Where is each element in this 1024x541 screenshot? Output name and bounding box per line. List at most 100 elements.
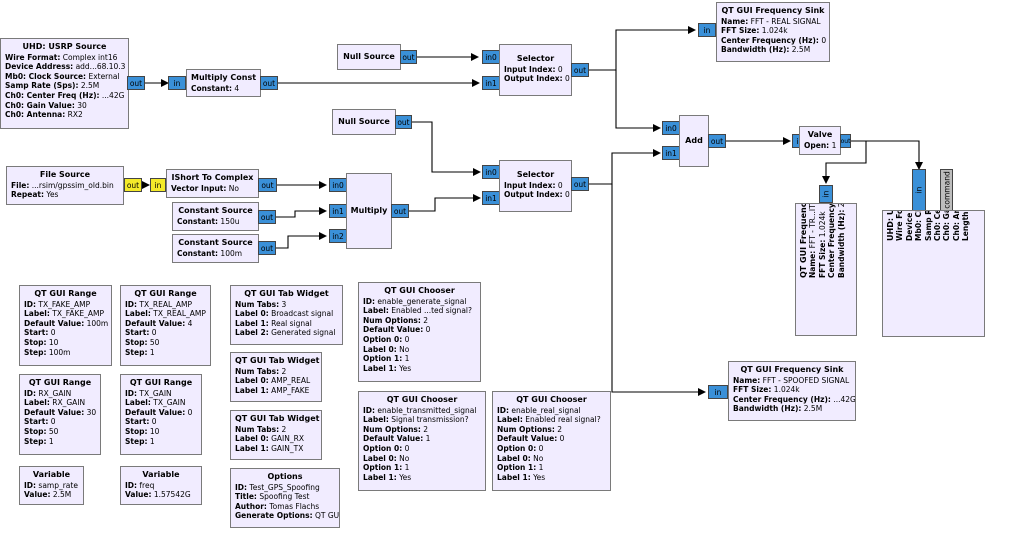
chooser-generate-signal-block[interactable]: QT GUI Chooser ID: enable_generate_signa… — [358, 282, 481, 382]
param-row: FFT Size: 1.024k — [721, 26, 825, 36]
freq-sink-tx-block[interactable]: QT GUI Frequency Sink Name: FFT - TR...I… — [795, 203, 857, 336]
param-value: FFT - REAL SIGNAL — [750, 16, 821, 26]
null-source-out-port[interactable]: out — [400, 50, 417, 64]
constant-source-2-out-port[interactable]: out — [258, 241, 276, 255]
param-key: ID: — [24, 480, 37, 490]
uhd-usrp-source-block[interactable]: UHD: USRP Source Wire Format: Complex in… — [0, 38, 129, 129]
ishort-to-complex-block[interactable]: IShort To Complex Vector Input: No — [166, 169, 259, 198]
file-source-block[interactable]: File Source File: ...rsim/gpssim_old.bin… — [6, 166, 124, 205]
param-key: Center Frequency (Hz): — [733, 394, 831, 404]
selector-out-port[interactable]: out — [571, 63, 589, 77]
add-out-port[interactable]: out — [708, 134, 726, 148]
selector-2-out-port[interactable]: out — [571, 177, 589, 191]
selector-2-in0-port[interactable]: in0 — [482, 165, 500, 179]
block-title: Variable — [32, 470, 71, 479]
param-value: 4 — [187, 318, 193, 328]
param-row: Label: Enabled real signal? — [497, 415, 606, 425]
param-key: Bandwidth (Hz): — [721, 45, 790, 55]
selector-in1-port[interactable]: in1 — [482, 76, 500, 90]
valve-out-port[interactable]: out — [840, 134, 851, 148]
param-value: 0 — [151, 417, 157, 427]
param-key: Label 1: — [235, 318, 269, 328]
wire-const1-to-mult — [275, 207, 327, 218]
multiply-out-port[interactable]: out — [391, 204, 409, 218]
chooser-transmitted-signal-block[interactable]: QT GUI Chooser ID: enable_transmitted_si… — [358, 391, 486, 491]
param-row: Start: 0 — [24, 417, 96, 427]
param-row: Default Value: 100m — [24, 319, 108, 329]
multiply-const-block[interactable]: Multiply Const Constant: 4 — [186, 69, 261, 97]
param-row: Generate Options: QT GUI — [235, 511, 339, 521]
param-row: Vector Input: No — [171, 184, 254, 194]
uhd-source-out-port[interactable]: out — [127, 76, 145, 90]
selector-2-in1-port[interactable]: in1 — [482, 191, 500, 205]
freq-sink-tx-in-port[interactable]: in — [819, 185, 833, 203]
freq-sink-spoofed-in-port[interactable]: in — [708, 385, 728, 399]
param-row: Option 1: 1 — [363, 463, 481, 473]
param-key: Ch0: Antenna: — [5, 110, 66, 120]
constant-source-1-block[interactable]: Constant Source Constant: 150u — [172, 202, 259, 231]
ishort-in-port[interactable]: in — [150, 178, 166, 192]
param-value: 2 — [281, 424, 287, 434]
block-title: Constant Source — [178, 238, 253, 247]
multiply-const-out-port[interactable]: out — [260, 76, 278, 90]
block-title: QT GUI Tab Widget — [244, 289, 329, 298]
param-value: Real signal — [271, 318, 312, 328]
add-in1-port[interactable]: in1 — [662, 146, 680, 160]
null-source-block[interactable]: Null Source — [337, 44, 401, 70]
add-block[interactable]: Add — [679, 115, 709, 167]
param-value: Yes — [399, 363, 412, 373]
param-value: Enabled ...ted signal? — [391, 306, 472, 316]
add-in0-port[interactable]: in0 — [662, 121, 680, 135]
param-key: Num Options: — [363, 315, 421, 325]
multiply-const-in-port[interactable]: in — [168, 76, 186, 90]
constant-source-1-out-port[interactable]: out — [258, 210, 276, 224]
multiply-block[interactable]: Multiply — [346, 173, 392, 249]
freq-sink-real-in-port[interactable]: in — [698, 23, 716, 37]
multiply-in2-port[interactable]: in2 — [329, 229, 347, 243]
multiply-in1-port[interactable]: in1 — [329, 204, 347, 218]
param-value: 2 — [423, 315, 429, 325]
valve-block[interactable]: Valve Open: 1 — [799, 126, 841, 155]
block-title: QT GUI Chooser — [384, 286, 455, 295]
freq-sink-spoofed-block[interactable]: QT GUI Frequency Sink Name: FFT - SPOOFE… — [728, 361, 856, 421]
param-row: Label: Signal transmission? — [363, 415, 481, 425]
ishort-out-port[interactable]: out — [258, 178, 277, 192]
param-key: Num Tabs: — [235, 299, 280, 309]
null-source-2-block[interactable]: Null Source — [332, 109, 396, 135]
multiply-in0-port[interactable]: in0 — [329, 178, 347, 192]
block-title: Constant Source — [178, 206, 253, 215]
param-key: Samp Rate (Sps): — [5, 81, 79, 91]
freq-sink-real-block[interactable]: QT GUI Frequency Sink Name: FFT - REAL S… — [716, 2, 830, 62]
param-row: Option 1: 1 — [363, 354, 476, 364]
file-source-out-port[interactable]: out — [124, 178, 142, 192]
block-title: QT GUI Tab Widget — [235, 414, 320, 423]
param-value: 0 — [425, 325, 431, 335]
param-row: Default Value: 1 — [363, 434, 481, 444]
param-row: Option 0: 0 — [363, 335, 476, 345]
param-value: enable_transmitted_signal — [377, 405, 477, 415]
param-key: Constant: — [177, 248, 219, 258]
param-value: 150u — [220, 216, 240, 226]
uhd-sink-command-port[interactable]: command — [940, 169, 953, 211]
param-key: Label 0: — [497, 453, 531, 463]
uhd-sink-in-port[interactable]: in — [912, 169, 926, 211]
uhd-sink-block[interactable]: UHD: USRP Sink Wire Format: Complex int1… — [882, 210, 985, 337]
constant-source-2-block[interactable]: Constant Source Constant: 100m — [172, 234, 259, 263]
null-source-2-out-port[interactable]: out — [395, 115, 412, 129]
param-row: Input Index: 0 — [504, 65, 567, 75]
selector-in0-port[interactable]: in0 — [482, 50, 500, 64]
